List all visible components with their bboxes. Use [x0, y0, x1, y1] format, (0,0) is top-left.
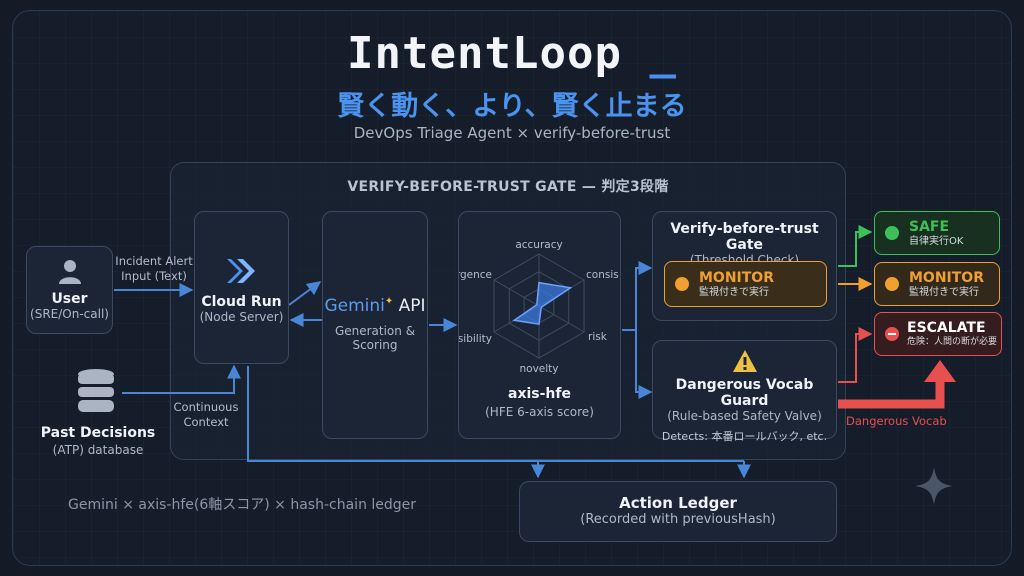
- dangerous-vocab-label: Dangerous Vocab: [846, 414, 947, 428]
- dangerous-vocab-arrow: [838, 380, 945, 409]
- incident-label: Incident Alert Input (Text): [112, 254, 196, 284]
- axis-hfe-title: axis-hfe: [508, 386, 571, 402]
- database-icon: [78, 369, 114, 412]
- gate-panel-title: VERIFY-BEFORE-TRUST GATE — 判定3段階: [347, 179, 669, 195]
- axis-hfe-node: accuracy consistency risk novelty feasibilit…: [458, 211, 621, 439]
- outcome-escalate: ESCALATE 危険：人間の断が必要: [874, 312, 1002, 356]
- line-axis-to-gate: [622, 261, 653, 331]
- continuous-label: Continuous Context: [166, 400, 246, 430]
- user-title: User: [51, 291, 88, 307]
- vocab-title: Dangerous Vocab Guard: [675, 377, 814, 409]
- warning-icon: [732, 350, 757, 372]
- safe-dot-icon: [885, 226, 899, 240]
- continuous-label-line1: Continuous: [173, 400, 239, 414]
- safe-sub: 自律実行OK: [909, 235, 964, 247]
- continuous-label-line2: Context: [183, 415, 229, 429]
- line-cloudrun-to-ledger: [247, 366, 744, 462]
- radar-score-area: [512, 281, 573, 326]
- radar-label-feasibility: feasibility: [459, 333, 492, 345]
- gate-title: Verify-before-trust Gate: [670, 221, 819, 253]
- monitor-outcome-dot-icon: [885, 277, 899, 291]
- gemini-sub2: Scoring: [352, 338, 398, 352]
- radar-axis-line: [493, 279, 540, 307]
- past-sub: (ATP) database: [52, 443, 144, 457]
- radar-chart: accuracy consistency risk novelty feasibilit…: [459, 239, 619, 375]
- gate-monitor-title: MONITOR: [699, 269, 774, 286]
- outcome-monitor: MONITOR 監視付きで実行: [874, 262, 1000, 306]
- user-sub: (SRE/On-call): [30, 307, 109, 321]
- incident-label-line2: Input (Text): [121, 269, 187, 283]
- radar-axis-line: [538, 305, 585, 333]
- radar-label-novelty: novelty: [519, 363, 558, 375]
- action-ledger-node: Action Ledger (Recorded with previousHas…: [519, 481, 837, 542]
- axis-hfe-sub: (HFE 6-axis score): [485, 405, 594, 419]
- dangerous-vocab-arrowhead: [924, 360, 956, 382]
- monitor-sub: 監視付きで実行: [909, 286, 979, 298]
- cloud-run-sub: (Node Server): [199, 310, 284, 324]
- line-axis-to-vocab: [635, 330, 653, 399]
- page-title: IntentLoop _: [0, 28, 1024, 79]
- safe-title: SAFE: [909, 218, 950, 235]
- arrow-to-safe: [838, 225, 873, 267]
- subtitle: 賢く動く、より、賢く止まる: [337, 91, 687, 122]
- gemini-logo: Gemini✦ API: [323, 296, 427, 316]
- cloud-run-node: Cloud Run (Node Server): [194, 211, 289, 364]
- user-node: User (SRE/On-call): [26, 246, 113, 334]
- gemini-sparkle-icon: ✦: [384, 296, 394, 307]
- monitor-dot-icon: [675, 277, 689, 291]
- gate-monitor-sub: 監視付きで実行: [699, 286, 769, 298]
- user-icon: [58, 260, 81, 284]
- ledger-sub: (Recorded with previousHash): [580, 512, 776, 527]
- sparkle-icon: [915, 467, 953, 505]
- cloud-run-title: Cloud Run: [201, 294, 282, 310]
- escalate-sub: 危険：人間の断が必要: [907, 336, 998, 347]
- arrow-to-escalate: [838, 327, 873, 383]
- gemini-api-text: API: [398, 296, 426, 316]
- radar-label-accuracy: accuracy: [515, 239, 562, 251]
- outcome-safe: SAFE 自律実行OK: [874, 211, 1000, 255]
- gemini-sub1: Generation &: [334, 324, 416, 338]
- incident-label-line1: Incident Alert: [115, 254, 193, 268]
- footer-text: Gemini × axis-hfe(6軸スコア) × hash-chain le…: [68, 497, 417, 513]
- gemini-brand: Gemini: [324, 296, 385, 316]
- monitor-title: MONITOR: [909, 269, 984, 286]
- gemini-api-node: Gemini✦ API Generation & Scoring: [322, 211, 428, 439]
- escalate-title: ESCALATE: [907, 319, 986, 336]
- cloud-run-icon: [226, 259, 255, 283]
- arrow-past-to-cloudrun: [122, 364, 241, 394]
- vocab-guard-node: Dangerous Vocab Guard (Rule-based Safety…: [652, 340, 837, 443]
- title-text: IntentLoop: [347, 28, 622, 79]
- tagline: DevOps Triage Agent × verify-before-trus…: [353, 124, 671, 142]
- gate-monitor-badge: MONITOR 監視付きで実行: [664, 261, 827, 307]
- vocab-sub: (Rule-based Safety Valve): [667, 409, 822, 423]
- ledger-title: Action Ledger: [619, 494, 737, 512]
- past-title: Past Decisions: [40, 425, 156, 441]
- stop-icon: [885, 327, 899, 341]
- radar-label-consistency: consistency: [586, 269, 619, 281]
- arrow-cloudrun-to-gemini: [288, 281, 322, 306]
- vocab-detects: Detects: 本番ロールバック, etc.: [661, 430, 828, 443]
- title-cursor: _: [649, 28, 677, 79]
- radar-label-risk: risk: [588, 331, 608, 343]
- radar-label-divergence: divergence: [459, 269, 492, 281]
